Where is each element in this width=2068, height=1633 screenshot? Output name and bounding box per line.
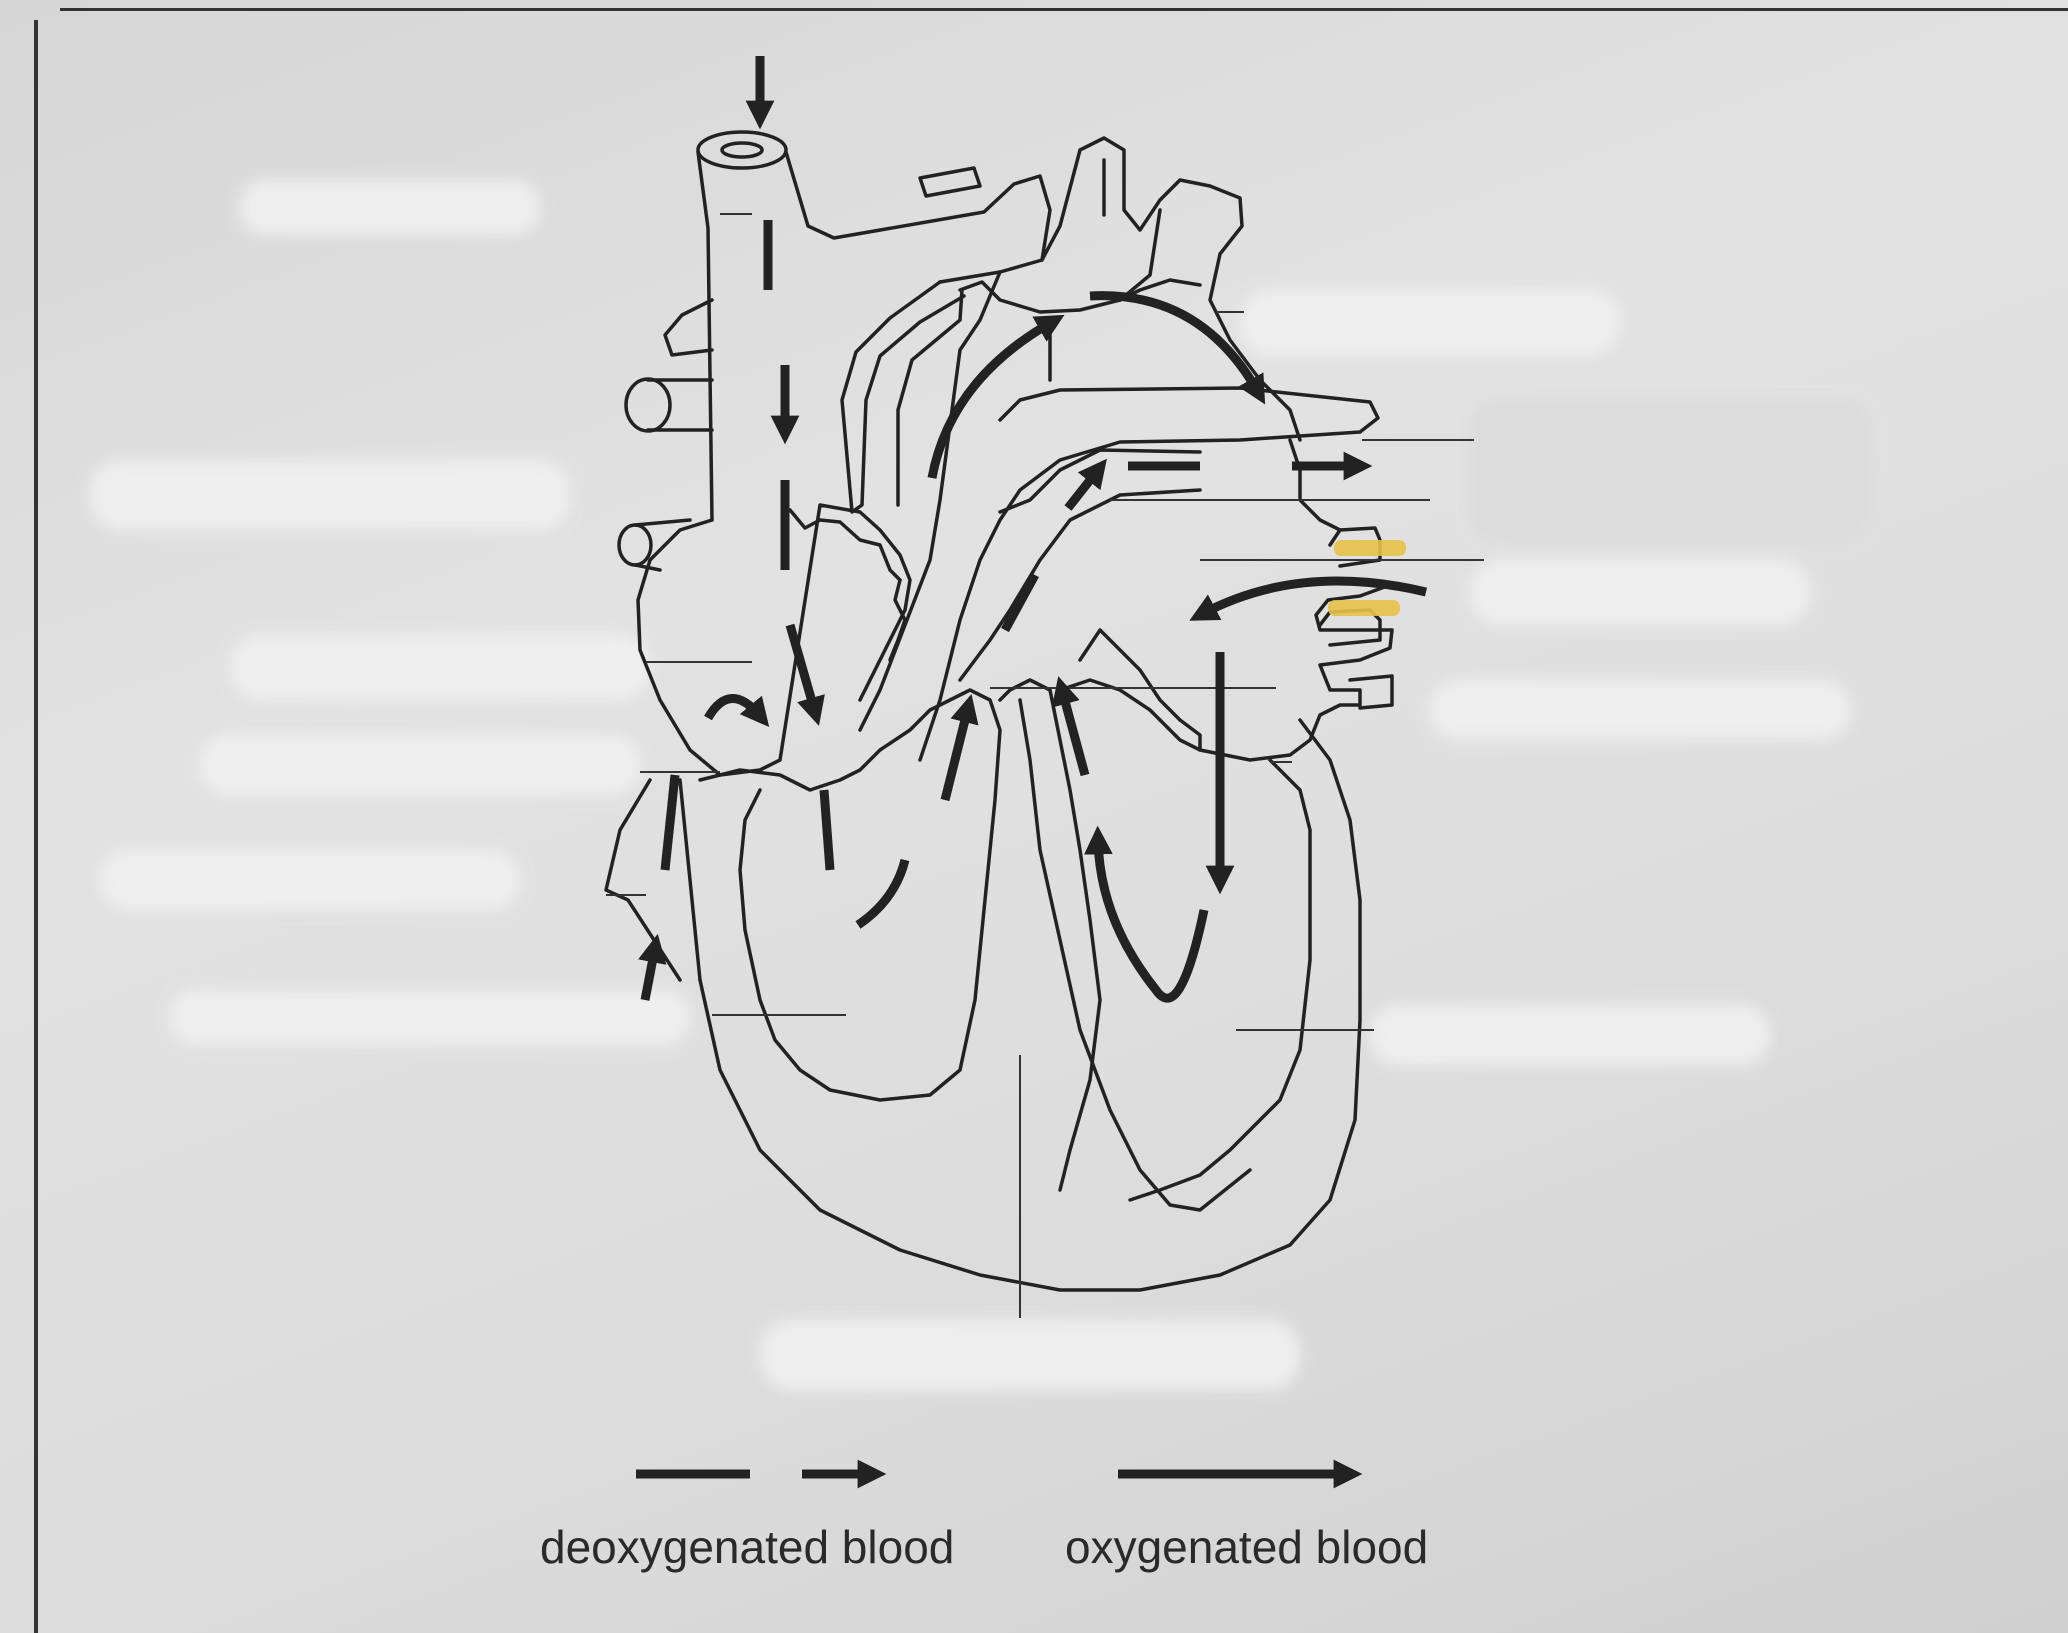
left-ventricle bbox=[998, 678, 1312, 1212]
deoxy-arrow-rv-out bbox=[940, 694, 979, 802]
oxygenated-flow-arrows bbox=[927, 291, 1428, 1003]
oxy-arrow-aortic-arch bbox=[1089, 291, 1266, 405]
deoxy-arrow-ra bbox=[785, 623, 825, 726]
aortic-arch bbox=[1040, 136, 1302, 442]
legend-oxygenated-label: oxygenated blood bbox=[1065, 1521, 1429, 1573]
label-blank-4 bbox=[200, 735, 640, 795]
label-blanks bbox=[90, 180, 1870, 1390]
superior-vena-cava bbox=[696, 150, 1052, 522]
oxy-arrow-lv-loop bbox=[1083, 825, 1209, 1003]
deoxygenated-flow-arrows bbox=[638, 56, 1373, 1001]
deoxy-arrow-coronary bbox=[704, 694, 770, 728]
label-blank-7 bbox=[1240, 290, 1620, 355]
superior-vena-cava-opening bbox=[696, 130, 788, 170]
oxy-arrow-pulm-vein bbox=[1189, 576, 1428, 621]
legend-deoxygenated-label: deoxygenated blood bbox=[540, 1521, 955, 1573]
label-blank-6 bbox=[170, 990, 690, 1045]
right-ventricle bbox=[698, 688, 1002, 1102]
pulmonary-trunk bbox=[840, 280, 966, 514]
frame-top-border bbox=[60, 8, 2068, 11]
highlighter-marks bbox=[1328, 540, 1406, 616]
label-blank-9 bbox=[1470, 560, 1810, 625]
right-atrium bbox=[636, 503, 912, 777]
heart-wall bbox=[698, 718, 1362, 1292]
heart-outline bbox=[604, 130, 1394, 1292]
label-blank-12 bbox=[760, 1320, 1300, 1390]
deoxy-arrow-pulm-trunk bbox=[1064, 458, 1107, 511]
leader-lines bbox=[606, 213, 1484, 1318]
oxy-arrow-aorta-up bbox=[927, 314, 1065, 479]
frame-left-border bbox=[34, 20, 38, 1633]
label-blank-3 bbox=[230, 635, 650, 700]
deoxy-arrow-ivc bbox=[638, 933, 667, 1001]
label-blank-8 bbox=[1470, 400, 1870, 540]
label-blank-2 bbox=[90, 460, 570, 530]
label-blank-11 bbox=[1370, 1005, 1770, 1065]
label-blank-5 bbox=[100, 850, 520, 910]
oxy-arrow-lv-out bbox=[1051, 676, 1090, 777]
inferior-vena-cava bbox=[604, 778, 702, 982]
label-blank-10 bbox=[1430, 680, 1850, 740]
label-blank-1 bbox=[240, 180, 540, 235]
